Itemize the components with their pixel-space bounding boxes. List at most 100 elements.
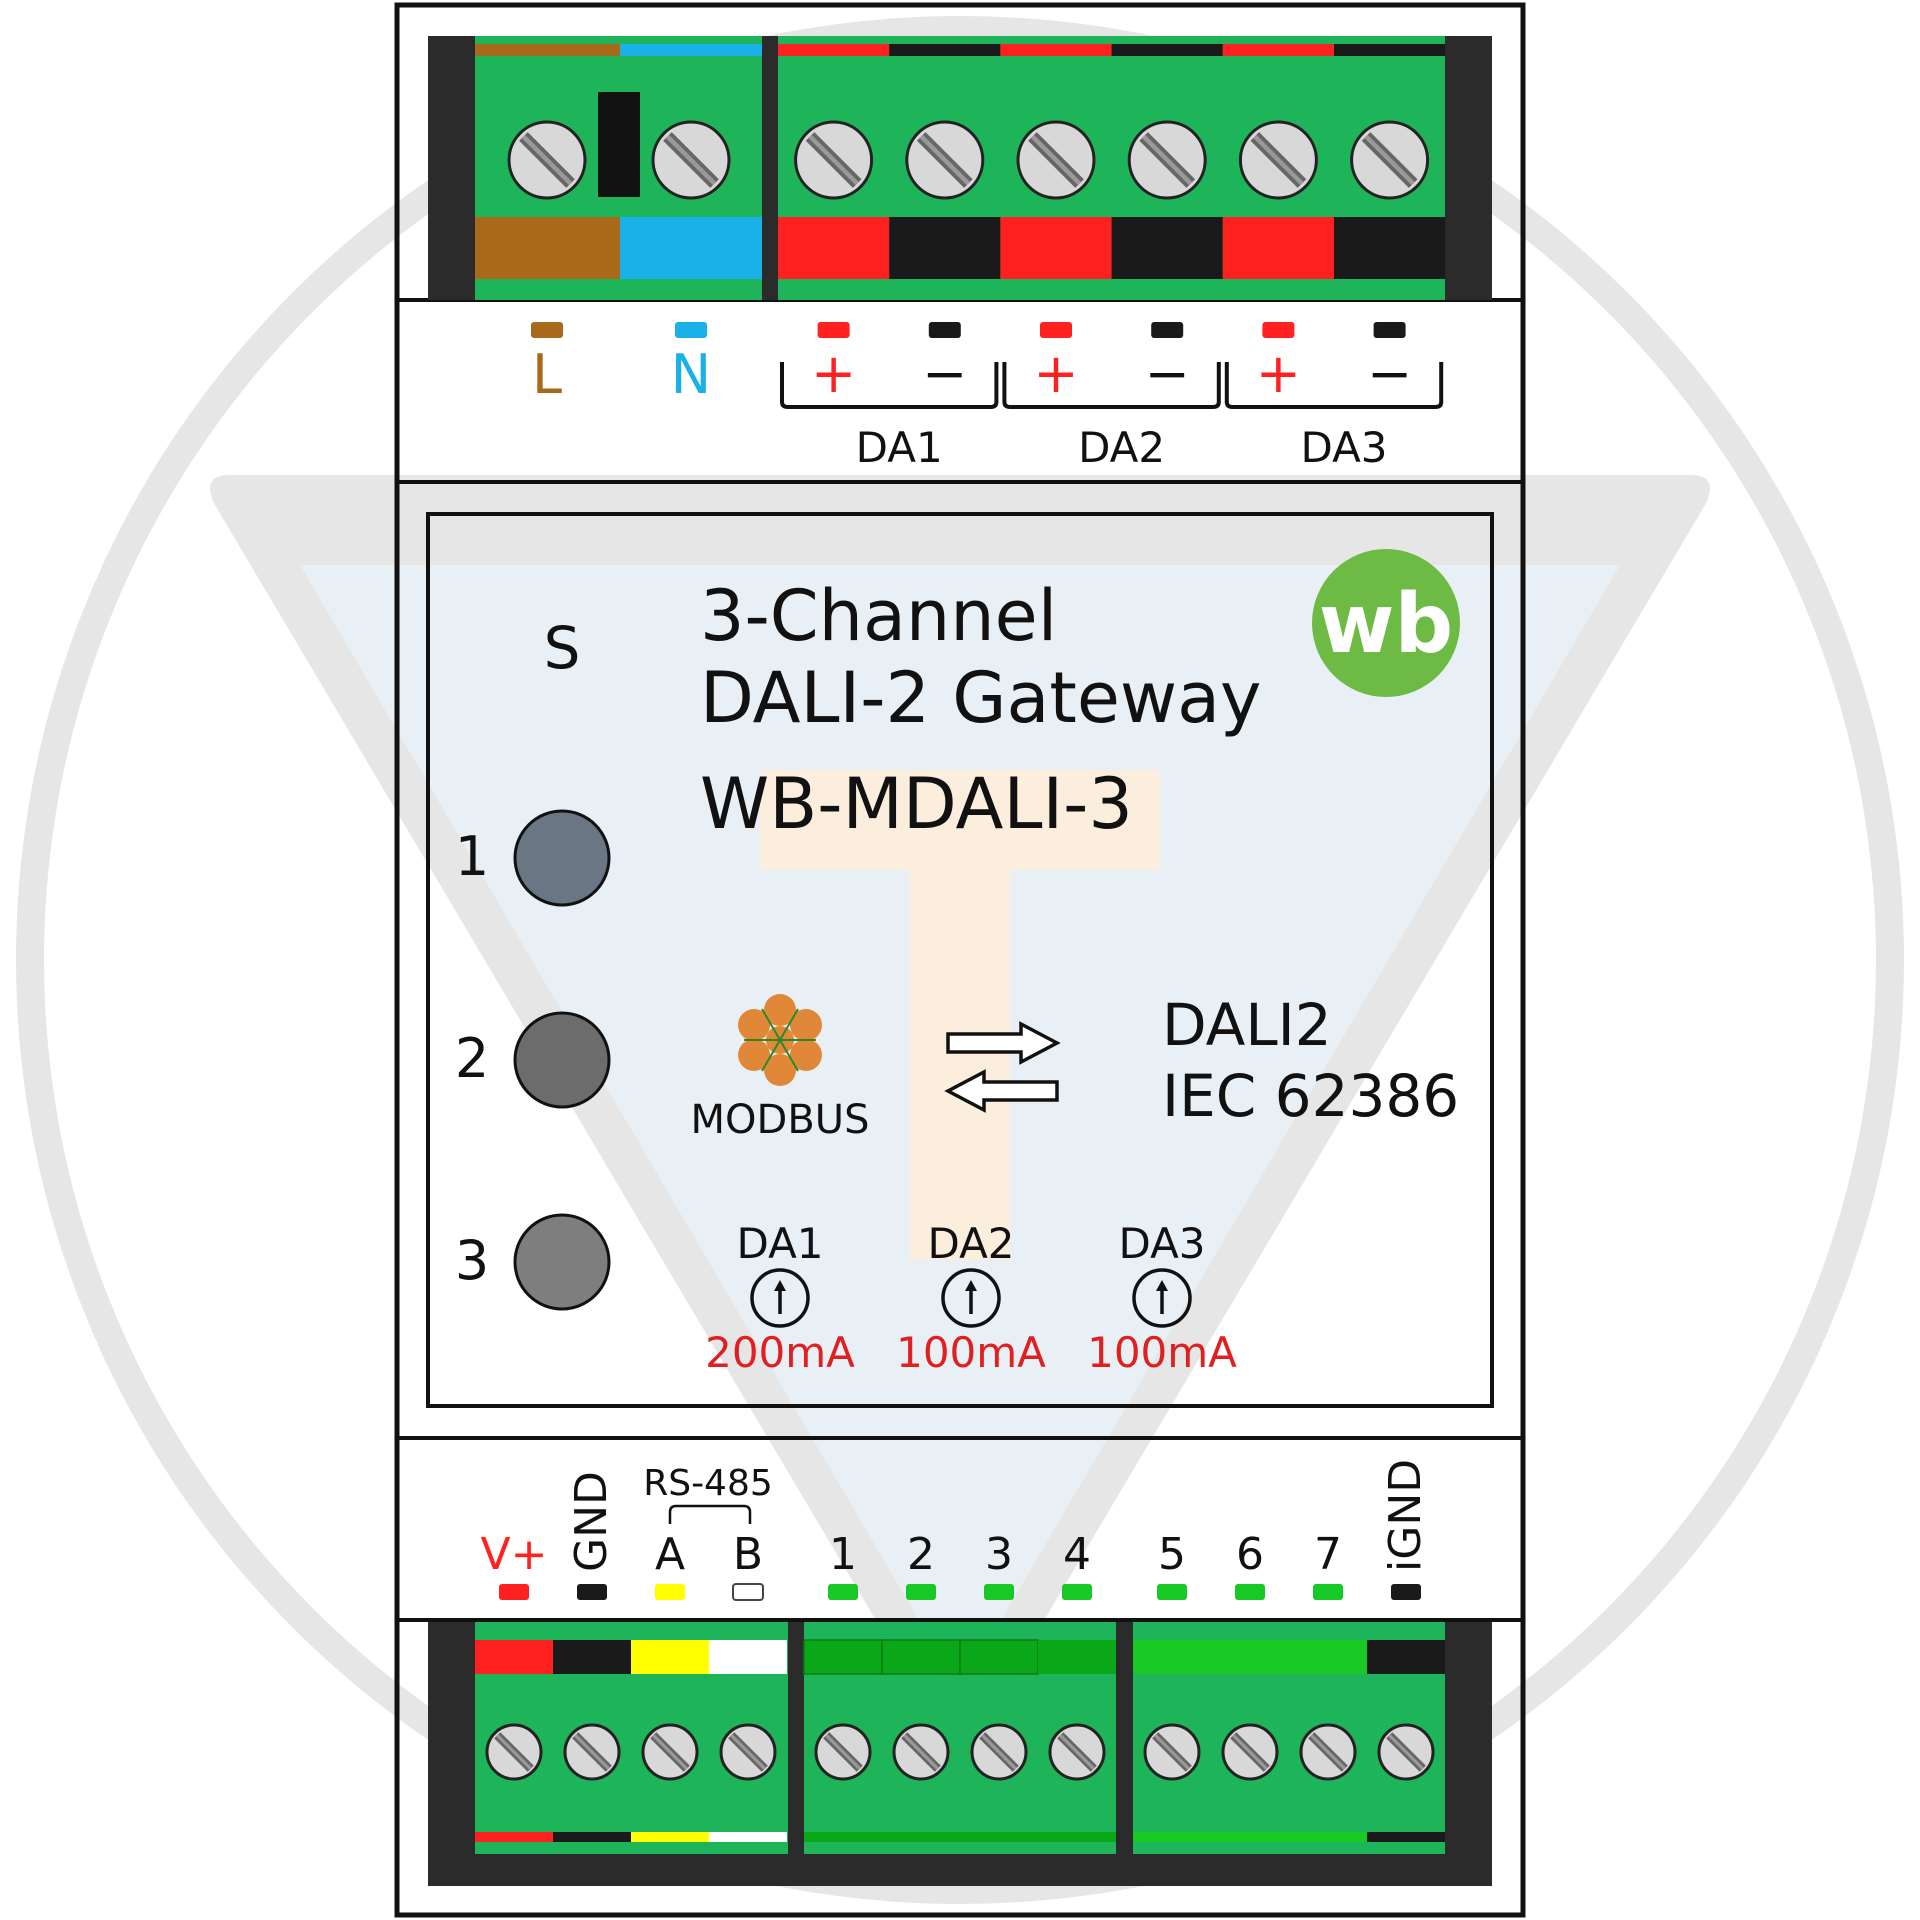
- terminal-bar-da-5: [1222, 217, 1334, 279]
- bottom-label-7: 7: [1314, 1529, 1342, 1580]
- bottom-label-b: B: [733, 1529, 763, 1580]
- channel-current: 100mA: [896, 1328, 1046, 1377]
- logo-text: wb: [1319, 577, 1453, 672]
- terminal-bar-da-2: [889, 217, 1001, 279]
- terminal-bar-da-4: [1111, 217, 1223, 279]
- bottom-marker-11: [1313, 1584, 1343, 1600]
- bottom-label-5: 5: [1158, 1529, 1186, 1580]
- group-bracket-2: [1002, 362, 1221, 409]
- channel-current: 100mA: [1087, 1328, 1237, 1377]
- bottom-marker-1: [499, 1584, 529, 1600]
- bottom-screw-7: [970, 1723, 1028, 1781]
- group-bracket-1: [780, 362, 999, 409]
- polarity-marker-6: [1373, 322, 1406, 338]
- modbus-lobe: [764, 1054, 796, 1086]
- minus-sign: −: [922, 342, 967, 405]
- terminal-strip-bottom-4: [709, 1832, 787, 1842]
- led-3-indicator: [513, 1213, 611, 1311]
- terminal-strip-top-3: [631, 1640, 709, 1674]
- modbus-lobe: [789, 1009, 822, 1041]
- bottom-marker-8: [1062, 1584, 1092, 1600]
- modbus-lobe: [738, 1009, 771, 1041]
- bottom-label-1: 1: [829, 1529, 857, 1580]
- led-3-label: 3: [455, 1229, 489, 1292]
- model-name: WB-MDALI-3: [700, 763, 1133, 845]
- bottom-screw-12: [1377, 1723, 1435, 1781]
- bottom-marker-12: [1391, 1584, 1421, 1600]
- device-housing: [394, 2, 1526, 1918]
- screw-da-2: [905, 120, 985, 200]
- polarity-marker-5: [1262, 322, 1295, 338]
- terminal-strip-bottom-7: [960, 1832, 1038, 1842]
- jumper: [598, 92, 640, 197]
- group-label-da2: DA2: [1078, 423, 1165, 472]
- bottom-label-2: 2: [907, 1529, 935, 1580]
- terminal-strip-bottom-8: [1038, 1832, 1116, 1842]
- top-terminal-block: [428, 36, 1492, 300]
- screw-L: [507, 120, 587, 200]
- screw-da-6: [1350, 120, 1430, 200]
- terminal-strip-top-1: [475, 1640, 553, 1674]
- rs485-bracket: [668, 1504, 752, 1524]
- led-2-indicator: [513, 1011, 611, 1109]
- terminal-strip-bottom-9: [1133, 1832, 1211, 1842]
- screw-da-3: [1016, 120, 1096, 200]
- bottom-screw-10: [1221, 1723, 1279, 1781]
- terminal-strip-bottom-5: [804, 1832, 882, 1842]
- bottom-terminal-block: [428, 1622, 1492, 1886]
- bottom-screw-3: [641, 1723, 699, 1781]
- bottom-label-3: 3: [985, 1529, 1013, 1580]
- bottom-label-6: 6: [1236, 1529, 1264, 1580]
- watermark: [16, 16, 1904, 1904]
- terminal-strip-top-2: [553, 1640, 631, 1674]
- screw-da-1: [794, 120, 874, 200]
- terminal-strip-bottom-10: [1211, 1832, 1289, 1842]
- live-wire-marker: [531, 322, 563, 338]
- bottom-marker-9: [1157, 1584, 1187, 1600]
- led-1-label: 1: [455, 825, 489, 888]
- neutral-wire-marker: [675, 322, 707, 338]
- terminal-strip-top-5: [803, 1639, 883, 1675]
- group-bracket-3: [1224, 362, 1444, 409]
- led-1-indicator: [513, 809, 611, 907]
- plus-sign: +: [1256, 342, 1301, 405]
- terminal-bar-da-6: [1334, 217, 1446, 279]
- terminal-strip-top-12: [1367, 1640, 1445, 1674]
- watermark-letter: [760, 770, 1160, 1260]
- wb-logo: wb: [1312, 549, 1460, 697]
- label-L: L: [532, 343, 562, 406]
- bidirectional-arrows-icon: [944, 1021, 1061, 1113]
- minus-sign: −: [1145, 342, 1190, 405]
- plus-sign: +: [811, 342, 856, 405]
- modbus-label: MODBUS: [691, 1097, 870, 1143]
- terminal-strip-bottom-2: [553, 1832, 631, 1842]
- led-column: 1 2 3: [455, 809, 611, 1311]
- plus-sign: +: [1033, 342, 1078, 405]
- rs485-label: RS-485: [643, 1463, 773, 1504]
- bottom-marker-10: [1235, 1584, 1265, 1600]
- bottom-screw-8: [1048, 1723, 1106, 1781]
- terminal-bar-da-3: [1000, 217, 1112, 279]
- bottom-screw-5: [814, 1723, 872, 1781]
- terminal-strip-bottom-12: [1367, 1832, 1445, 1842]
- bottom-screw-9: [1143, 1723, 1201, 1781]
- terminal-strip-top-4: [709, 1640, 787, 1674]
- bottom-marker-2: [577, 1584, 607, 1600]
- group-label-da1: DA1: [856, 423, 943, 472]
- polarity-marker-4: [1151, 322, 1184, 338]
- modbus-lobe: [738, 1039, 771, 1071]
- bottom-screw-2: [563, 1723, 621, 1781]
- terminal-strip-top-7: [959, 1639, 1039, 1675]
- bottom-marker-6: [906, 1584, 936, 1600]
- title-line-1: 3-Channel: [700, 575, 1057, 657]
- terminal-bar-da-1: [778, 217, 890, 279]
- power-arrow-icon: [941, 1268, 1001, 1328]
- terminal-strip-bottom-6: [882, 1832, 960, 1842]
- screw-N: [651, 120, 731, 200]
